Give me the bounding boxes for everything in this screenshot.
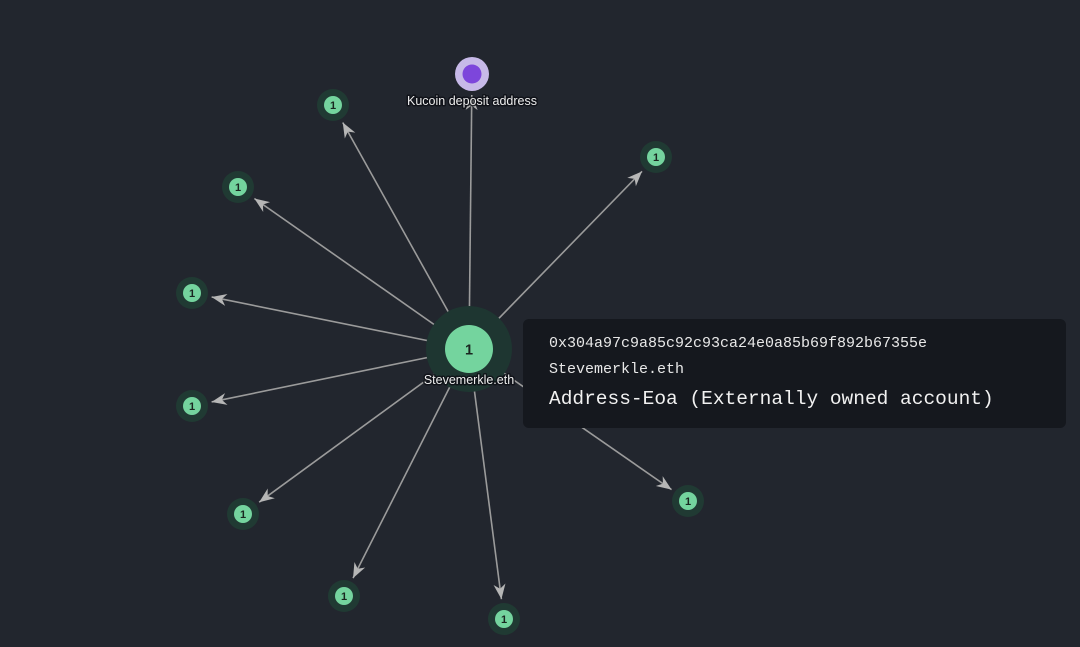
leaf-node-circle	[183, 397, 201, 415]
leaf-node-count: 1	[189, 288, 195, 300]
nodes-layer: 1 1 1 1 1 1 1 1 1 1	[176, 57, 704, 635]
leaf-node[interactable]: 1	[488, 603, 520, 635]
leaf-node-circle	[324, 96, 342, 114]
transfer-edge	[258, 348, 470, 503]
leaf-node[interactable]: 1	[640, 141, 672, 173]
leaf-node-circle	[335, 587, 353, 605]
exchange-node-label: Kucoin deposit address	[407, 94, 537, 108]
exchange-node-inner	[462, 64, 482, 84]
exchange-node[interactable]	[455, 57, 489, 91]
center-node-label: Stevemerkle.eth	[424, 373, 514, 387]
tooltip-account-type: Address-Eoa (Externally owned account)	[549, 388, 994, 410]
leaf-node-circle	[495, 610, 513, 628]
center-node-count: 1	[465, 342, 473, 358]
leaf-node-circle	[183, 284, 201, 302]
transfer-edge	[211, 294, 470, 350]
leaf-node-count: 1	[685, 496, 691, 508]
leaf-node-count: 1	[501, 614, 507, 626]
leaf-node-circle	[234, 505, 252, 523]
transfer-edge	[253, 197, 470, 350]
leaf-node[interactable]: 1	[328, 580, 360, 612]
leaf-node-count: 1	[653, 152, 659, 164]
tooltip-address: 0x304a97c9a85c92c93ca24e0a85b69f892b6735…	[549, 335, 928, 352]
leaf-node-count: 1	[330, 100, 336, 112]
leaf-node-count: 1	[235, 182, 241, 194]
leaf-node-count: 1	[341, 591, 347, 603]
leaf-node-circle	[229, 178, 247, 196]
leaf-node-circle	[647, 148, 665, 166]
labels-layer: Stevemerkle.eth Kucoin deposit address	[406, 93, 539, 389]
leaf-node[interactable]: 1	[227, 498, 259, 530]
leaf-node[interactable]: 1	[317, 89, 349, 121]
leaf-node[interactable]: 1	[672, 485, 704, 517]
center-node-circle	[445, 325, 493, 373]
tooltip-ens-name: Stevemerkle.eth	[549, 361, 685, 378]
leaf-node-circle	[679, 492, 697, 510]
leaf-node-count: 1	[240, 509, 246, 521]
node-tooltip: 0x304a97c9a85c92c93ca24e0a85b69f892b6735…	[523, 319, 1066, 428]
transfer-edge	[211, 348, 470, 405]
leaf-node[interactable]: 1	[176, 390, 208, 422]
center-node[interactable]: 1	[426, 306, 512, 392]
leaf-node[interactable]: 1	[222, 171, 254, 203]
transfer-edge	[342, 122, 470, 350]
leaf-node-count: 1	[189, 401, 195, 413]
leaf-node[interactable]: 1	[176, 277, 208, 309]
